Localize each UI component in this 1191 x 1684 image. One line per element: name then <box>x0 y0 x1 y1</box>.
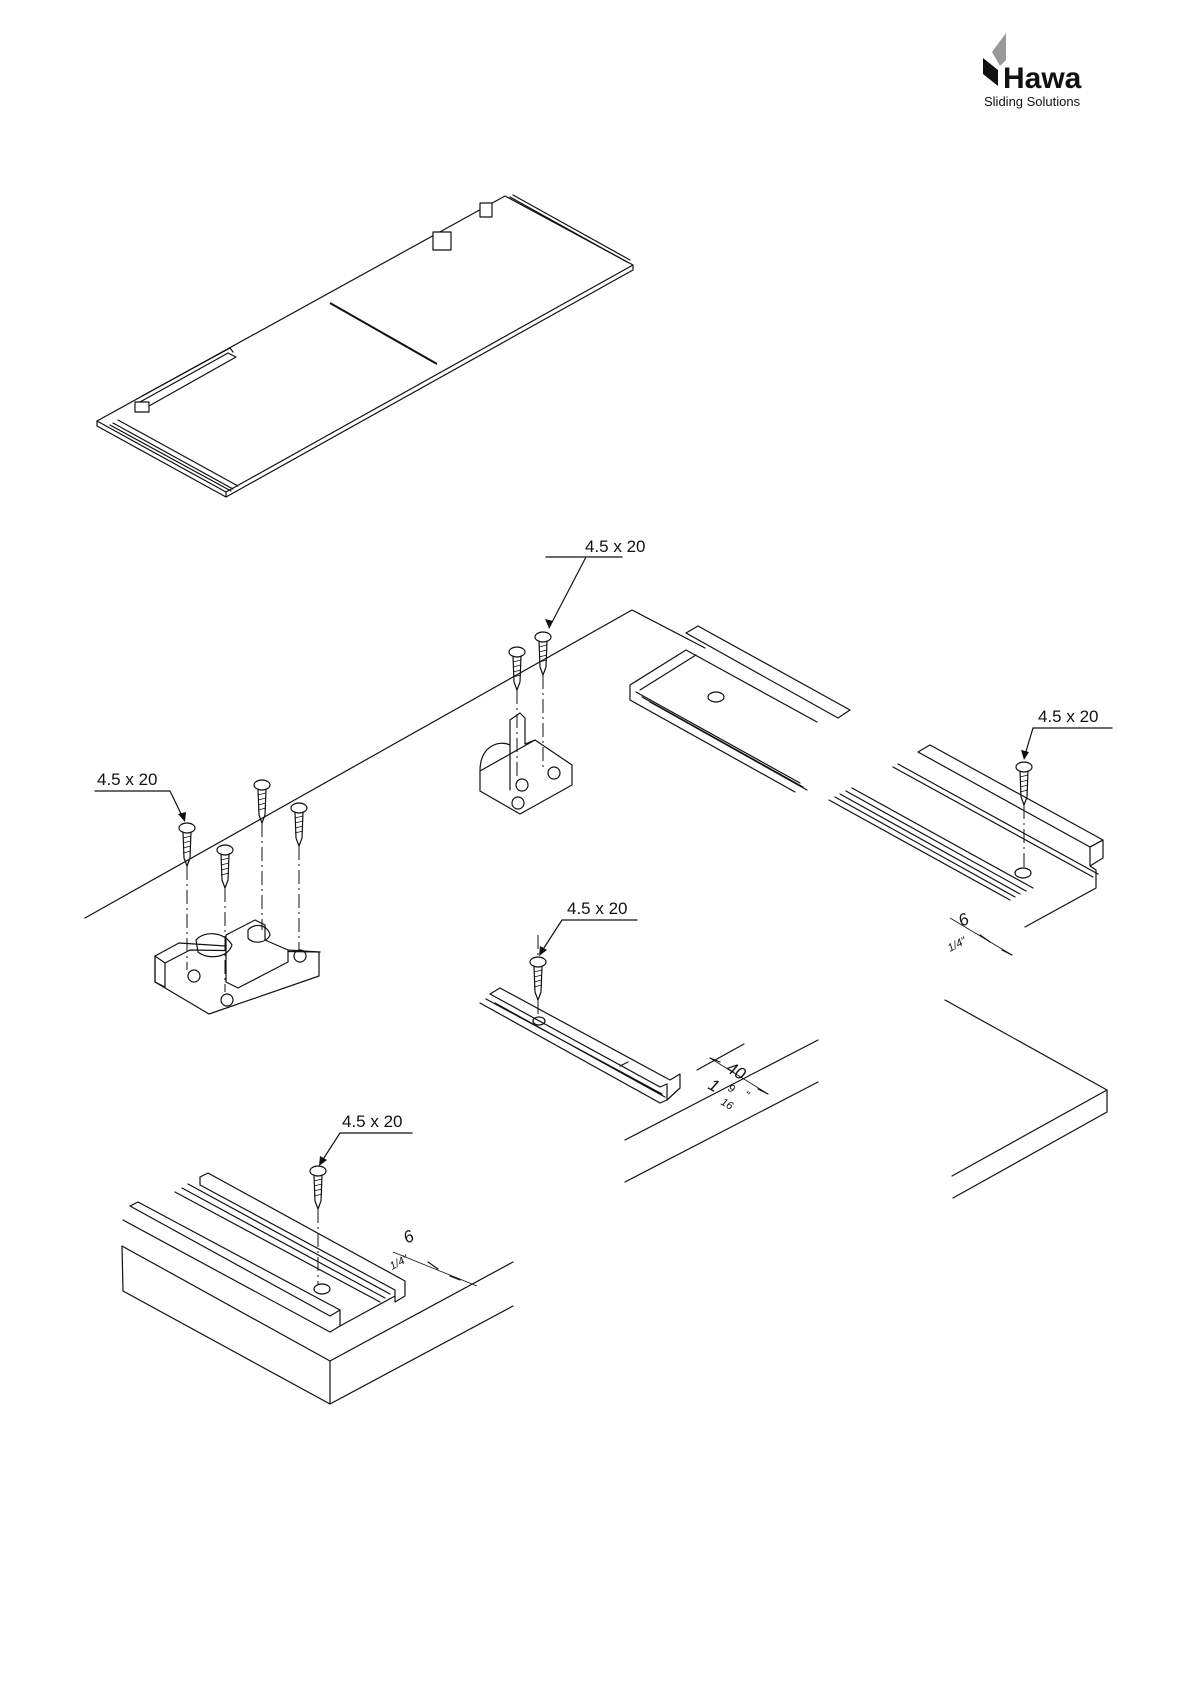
hawa-logo: Hawa Sliding Solutions <box>983 33 1082 109</box>
screw-label: 4.5 x 20 <box>342 1112 403 1131</box>
dim-center-imperial-whole: 1 <box>705 1075 723 1096</box>
screw <box>509 647 525 690</box>
dim-right-imperial: 1/4" <box>946 935 970 955</box>
dimension-bottom: 6 1/4" <box>388 1226 477 1286</box>
dim-center-imperial-den: 16 <box>719 1096 736 1113</box>
dimension-center: 40 1 9 16 " <box>705 1058 768 1113</box>
screw <box>535 632 551 675</box>
screw <box>291 803 307 846</box>
dim-bottom-imperial: 1/4" <box>388 1253 412 1273</box>
logo-brand: Hawa <box>1003 62 1082 95</box>
screw-label: 4.5 x 20 <box>567 899 628 918</box>
screw-label: 4.5 x 20 <box>585 537 646 556</box>
dim-right-metric: 6 <box>955 909 973 930</box>
right-top-rail <box>630 626 1103 927</box>
screw-label: 4.5 x 20 <box>97 770 158 789</box>
screw <box>254 780 270 823</box>
left-bracket <box>155 920 320 1014</box>
dim-bottom-metric: 6 <box>400 1226 418 1247</box>
angle-bracket <box>480 713 572 814</box>
screw-label: 4.5 x 20 <box>1038 707 1099 726</box>
dimension-right: 6 1/4" <box>946 909 1012 955</box>
screw-axis-lines <box>187 675 1024 1285</box>
dim-center-imperial-unit: " <box>742 1089 752 1102</box>
logo-tagline: Sliding Solutions <box>984 94 1081 109</box>
center-rail <box>480 988 680 1103</box>
screw <box>530 957 546 1000</box>
dim-center-imperial-num: 9 <box>726 1082 737 1095</box>
overview-panel <box>97 195 633 497</box>
screw <box>310 1166 326 1209</box>
screw <box>217 845 233 888</box>
screw <box>179 823 195 866</box>
